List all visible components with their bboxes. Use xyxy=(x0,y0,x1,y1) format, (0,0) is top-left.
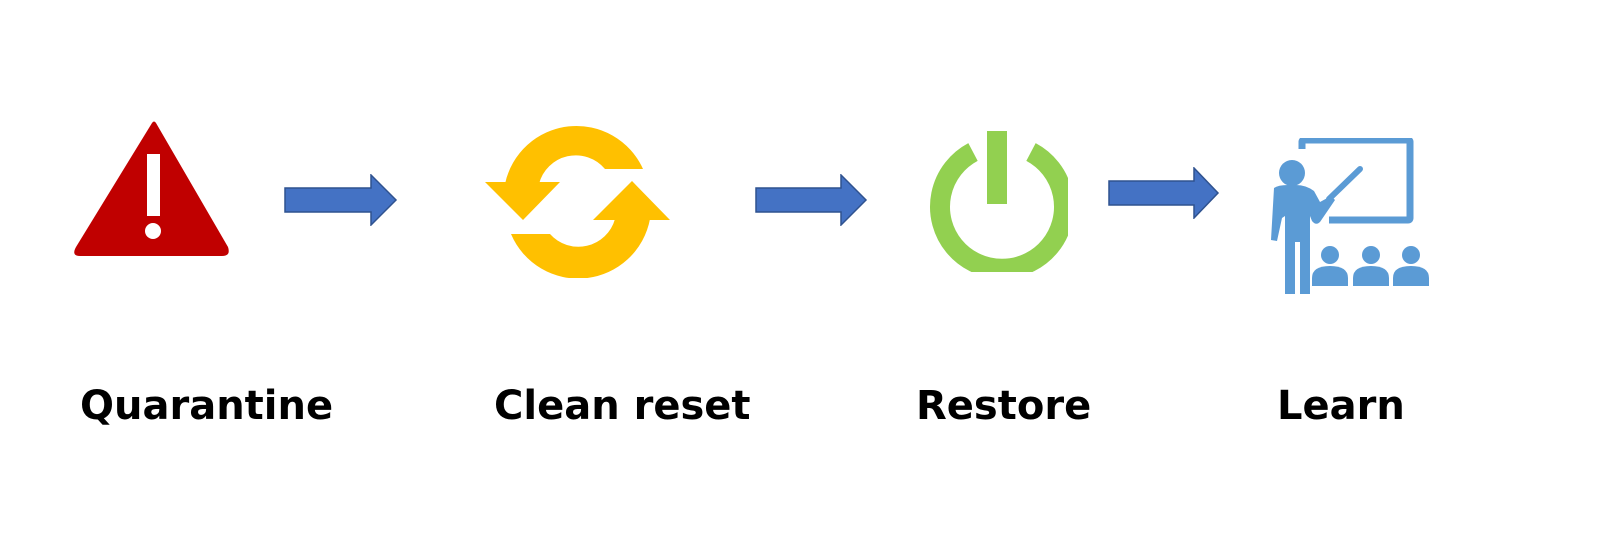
exclamation-dot xyxy=(145,223,161,239)
student-body-1 xyxy=(1312,266,1348,286)
student-head-2 xyxy=(1362,246,1380,264)
pointer-stick xyxy=(1326,166,1363,202)
refresh-left-arrowhead xyxy=(485,182,560,220)
arrow-right-icon xyxy=(284,174,398,226)
student-body-3 xyxy=(1393,266,1429,286)
arrow-right-icon xyxy=(755,174,868,226)
power-bar xyxy=(987,131,1007,204)
step-label-clean-reset: Clean reset xyxy=(494,383,751,429)
arrow-shape xyxy=(755,174,868,226)
board-frame xyxy=(1298,138,1414,224)
step-label-quarantine: Quarantine xyxy=(80,383,334,429)
teacher-body xyxy=(1271,185,1335,294)
refresh-upper-arc xyxy=(505,125,643,184)
refresh-right-arrowhead xyxy=(593,181,670,220)
step-label-restore: Restore xyxy=(916,383,1092,429)
power-ring xyxy=(930,143,1068,272)
arrow-right-icon xyxy=(1108,167,1220,219)
classroom-teacher-icon xyxy=(1271,138,1429,294)
student-head-3 xyxy=(1402,246,1420,264)
power-icon xyxy=(930,131,1068,272)
teacher-head xyxy=(1279,160,1305,186)
student-body-2 xyxy=(1353,266,1389,286)
step-label-learn: Learn xyxy=(1277,383,1405,429)
arrow-shape xyxy=(284,174,398,226)
refresh-lower-arc xyxy=(511,219,650,278)
warning-triangle-icon xyxy=(74,121,229,256)
arrow-shape xyxy=(1108,167,1220,219)
refresh-arrows-icon xyxy=(485,125,670,278)
student-head-1 xyxy=(1321,246,1339,264)
exclamation-bar xyxy=(147,154,160,216)
